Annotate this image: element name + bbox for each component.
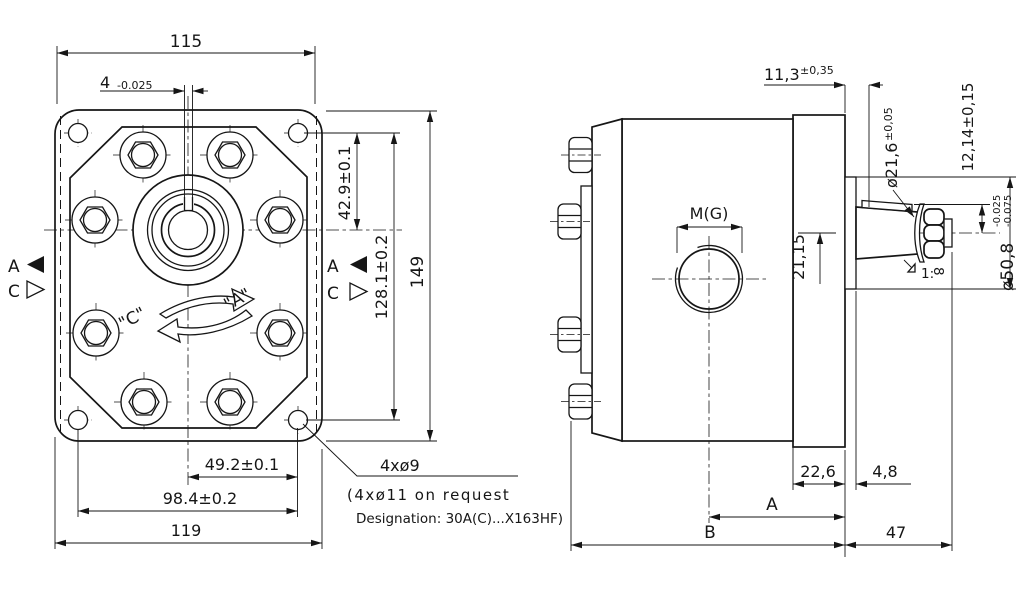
dim-pilot-dia-group: ø50,8 -0.025 -0.075 xyxy=(992,195,1018,291)
dim-gauge-offset-tol: ±0,35 xyxy=(800,64,834,77)
threaded-stub xyxy=(943,218,953,248)
dim-gauge-offset: 11,3 xyxy=(764,65,800,84)
dim-pilot-dia-tol-lower: -0.075 xyxy=(1003,195,1014,227)
port-label-a-right: A xyxy=(327,257,339,277)
dim-taper-digit: 8 xyxy=(930,267,946,276)
dim-length-a: A xyxy=(766,495,778,515)
shaft-nut-lobe xyxy=(923,224,945,242)
suction-port xyxy=(678,248,740,310)
dim-taper-prefix: 1: xyxy=(921,266,934,282)
port-arrow-a-right-icon xyxy=(350,256,367,273)
port-label-a-left: A xyxy=(8,257,20,277)
dim-key-height: 12,14±0,15 xyxy=(959,83,977,172)
keyway-mask xyxy=(183,196,194,211)
note-holes-alt: (4xø11 on request xyxy=(347,486,510,504)
dim-top-width: 115 xyxy=(170,32,202,52)
dim-pilot-length: 4,8 xyxy=(872,462,897,481)
seal-circle xyxy=(146,188,230,272)
note-designation: Designation: 30A(C)...X163HF) xyxy=(356,511,563,527)
rotation-arrow-cw xyxy=(158,287,256,319)
dim-length-b: B xyxy=(704,523,716,543)
dim-pilot-dia-tol-upper: -0.025 xyxy=(992,195,1003,227)
port-arrow-c-left-icon xyxy=(26,279,46,300)
dim-pilot-dia: ø50,8 xyxy=(998,243,1018,291)
dim-key-width: 4 xyxy=(100,73,110,92)
pump-body-side xyxy=(621,118,794,442)
flange-plate-side xyxy=(792,114,846,448)
side-view-dimensions: 11,3 ±0,35 ø21,6 ±0,05 12,14±0,15 ø50,8 … xyxy=(570,64,1018,557)
tapered-shaft xyxy=(855,206,919,260)
front-view: "C" "A" A C A C xyxy=(8,96,402,486)
shaft-nut-lobe xyxy=(923,240,945,259)
dim-shaft-length: 47 xyxy=(886,523,906,542)
rear-cover-side xyxy=(591,117,623,443)
pump-body-outline xyxy=(69,126,308,429)
dim-hole-spacing-h: 98.4±0.2 xyxy=(163,489,237,508)
dim-center-height: 42.9±0.1 xyxy=(335,146,354,220)
note-holes: 4xø9 xyxy=(380,456,420,475)
dim-shaft-dia: ø21,6 xyxy=(882,143,901,188)
dim-total-height: 149 xyxy=(408,256,428,288)
keyway-slot xyxy=(183,197,194,212)
dim-center-to-hole: 49.2±0.1 xyxy=(205,455,279,474)
seal-circle-inner xyxy=(151,193,225,267)
port-label-c-left: C xyxy=(8,282,20,302)
shaft-nut-lobe xyxy=(923,208,945,226)
side-view xyxy=(549,114,1000,523)
dim-key-width-tol: -0.025 xyxy=(117,79,152,92)
cover-rail xyxy=(580,185,593,374)
port-arrow-a-left-icon xyxy=(27,256,44,273)
front-view-dimensions: 115 4 -0.025 42.9±0.1 128.1±0.2 149 49.2… xyxy=(54,32,563,549)
port-thread-arc xyxy=(674,244,744,314)
rotation-arrow-ccw xyxy=(156,309,254,344)
spring-washer xyxy=(914,203,925,263)
dim-shaft-dia-tol: ±0,05 xyxy=(882,107,895,141)
dim-port-offset: 21,15 xyxy=(789,234,808,280)
mounting-flange-outline xyxy=(54,109,323,442)
holes-leader-line xyxy=(302,423,518,477)
dim-hole-spacing-v: 128.1±0.2 xyxy=(372,235,391,320)
taper-flag-icon xyxy=(906,262,916,273)
pilot-boss xyxy=(844,176,857,290)
dim-total-width: 119 xyxy=(171,521,202,540)
port-arrow-c-right-icon xyxy=(349,281,369,302)
bearing-boss-circle xyxy=(132,174,244,286)
dim-flange-thickness: 22,6 xyxy=(800,462,836,481)
port-label-c-right: C xyxy=(327,284,339,304)
dim-port-thread: M(G) xyxy=(690,204,729,223)
